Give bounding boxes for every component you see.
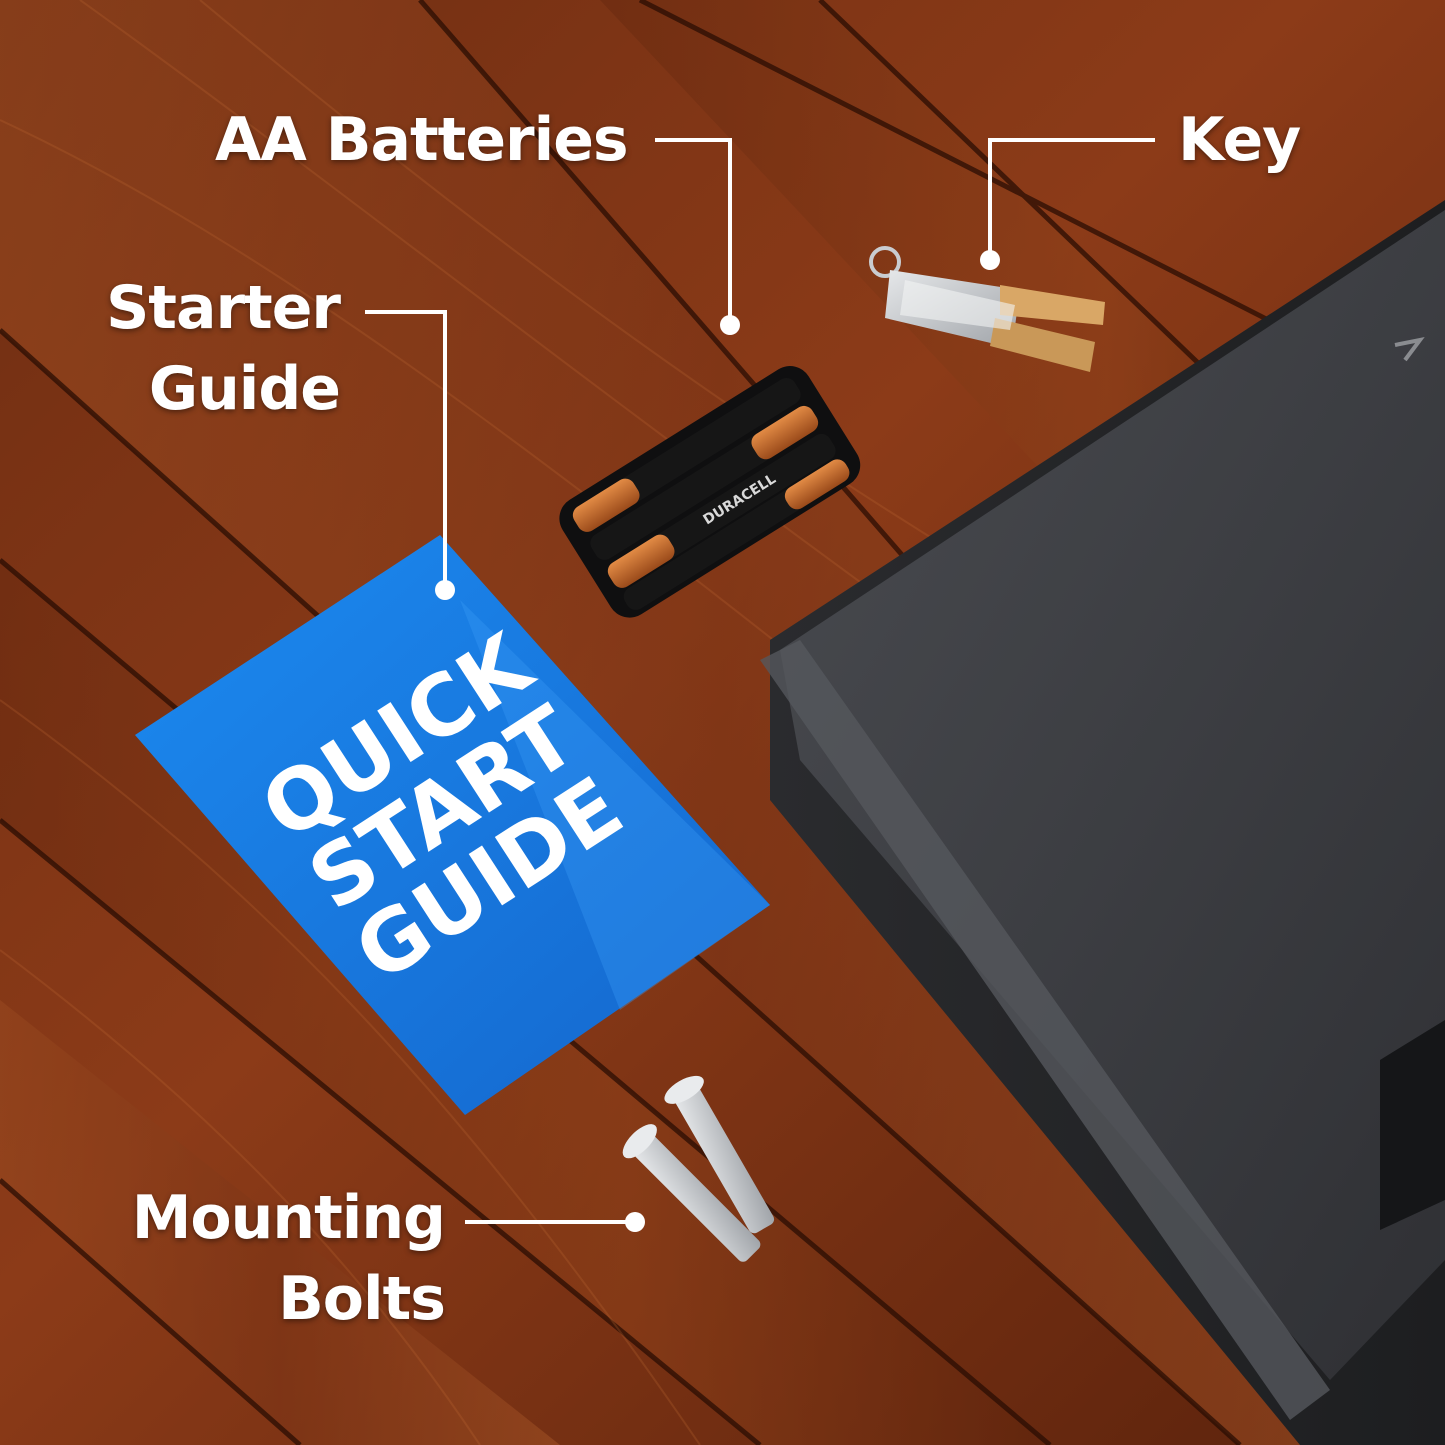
starter-guide-label-line1: Starter xyxy=(106,273,341,343)
battery xyxy=(607,433,836,588)
key-label-text: Key xyxy=(1178,105,1301,175)
key-leader-dot xyxy=(980,250,1000,270)
callout-leader-lines xyxy=(365,138,1155,1224)
battery xyxy=(590,405,819,560)
batteries-leader-line xyxy=(655,138,732,322)
batteries-label: AA Batteries xyxy=(215,100,629,181)
keys xyxy=(869,246,1105,372)
starter-guide-leader-line xyxy=(365,310,447,585)
key-leader-line xyxy=(988,138,1155,255)
gun-safe xyxy=(760,200,1445,1445)
mounting-bolts xyxy=(622,1075,775,1262)
starter-guide-leader-dot xyxy=(435,580,455,600)
battery xyxy=(572,377,801,532)
starter-guide-label: Starter Guide xyxy=(100,268,341,430)
mounting-bolts-label: Mounting Bolts xyxy=(120,1178,446,1340)
key-label: Key xyxy=(1178,100,1301,181)
quick-start-guide-booklet: QUICK START GUIDE xyxy=(135,535,770,1115)
mounting-bolts-label-line2: Bolts xyxy=(278,1264,446,1334)
batteries-leader-dot xyxy=(720,315,740,335)
batteries-label-text: AA Batteries xyxy=(215,105,629,175)
starter-guide-label-line2: Guide xyxy=(148,354,341,424)
mounting-bolts-leader-dot xyxy=(625,1212,645,1232)
battery xyxy=(623,459,850,610)
aa-battery-pack: DURACELL xyxy=(559,366,861,618)
mounting-bolts-label-line1: Mounting xyxy=(131,1183,446,1253)
